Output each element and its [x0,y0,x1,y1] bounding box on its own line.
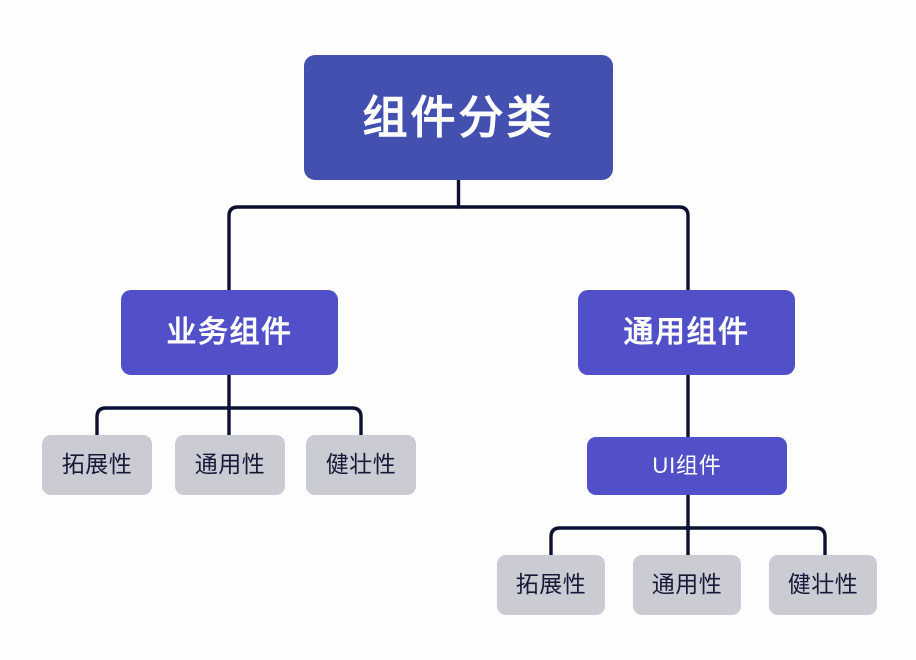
node-business-components[interactable]: 业务组件 [121,290,338,375]
node-general-components[interactable]: 通用组件 [578,290,795,375]
leaf-label: 通用性 [194,451,266,478]
leaf-ui-generality[interactable]: 通用性 [633,555,741,615]
node-root-component-classification[interactable]: 组件分类 [304,55,613,180]
leaf-label: 通用性 [651,571,723,598]
leaf-label: 拓展性 [515,571,587,598]
leaf-business-extensibility[interactable]: 拓展性 [42,435,152,495]
node-ui-components[interactable]: UI组件 [587,437,787,495]
leaf-business-robustness[interactable]: 健壮性 [306,435,416,495]
leaf-label: 健壮性 [787,571,859,598]
leaf-label: 健壮性 [325,451,397,478]
node-general-components-label: 通用组件 [623,316,750,349]
node-ui-components-label: UI组件 [652,452,722,478]
connector-left-branch-bus [95,406,363,437]
leaf-label: 拓展性 [61,451,133,478]
connector-root-to-branches [227,205,690,292]
node-root-label: 组件分类 [362,91,555,143]
leaf-business-generality[interactable]: 通用性 [175,435,285,495]
node-business-components-label: 业务组件 [166,316,293,349]
leaf-ui-robustness[interactable]: 健壮性 [769,555,877,615]
connector-ui-bus [549,526,827,557]
leaf-ui-extensibility[interactable]: 拓展性 [497,555,605,615]
